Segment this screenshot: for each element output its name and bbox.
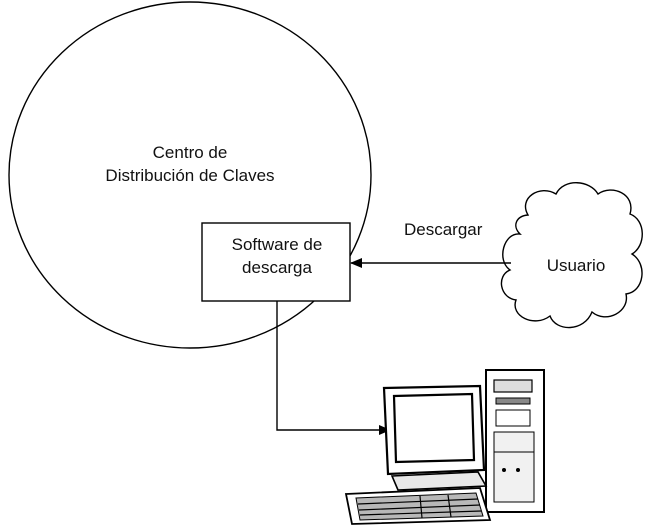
distribution-center-label: Centro de Distribución de Claves bbox=[60, 141, 320, 187]
cloud-icon bbox=[500, 182, 643, 329]
software-to-computer-connector bbox=[276, 301, 391, 435]
software-label: Software de descarga bbox=[202, 233, 352, 279]
download-edge-label: Descargar bbox=[404, 220, 483, 239]
software-box bbox=[201, 222, 351, 302]
distribution-center-label-line1: Centro de bbox=[152, 143, 228, 162]
desktop-computer-icon bbox=[344, 369, 545, 525]
software-label-line2: descarga bbox=[242, 258, 312, 277]
distribution-center-label-line2: Distribución de Claves bbox=[105, 166, 275, 185]
software-label-line1: Software de bbox=[231, 235, 323, 254]
distribution-center-circle bbox=[8, 1, 372, 349]
user-label: Usuario bbox=[546, 256, 606, 275]
